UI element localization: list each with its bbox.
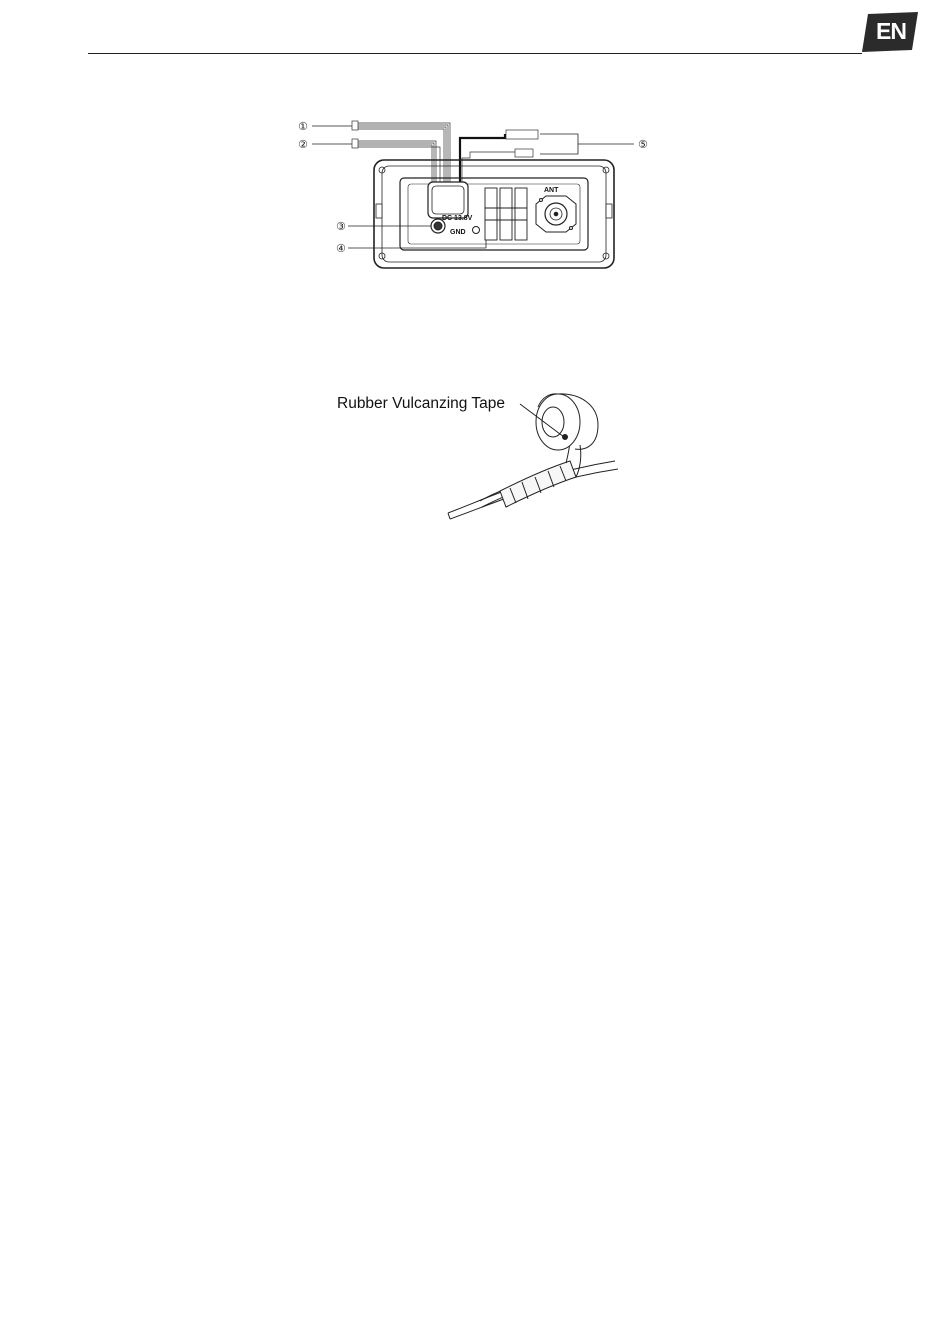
callout-1: ① bbox=[298, 120, 308, 133]
rear-panel-diagram: ① ② ③ ④ ⑤ bbox=[290, 108, 670, 273]
callout-3: ③ bbox=[336, 220, 346, 233]
callout-2: ② bbox=[298, 138, 308, 151]
callout-4: ④ bbox=[336, 242, 346, 255]
gnd-label: GND bbox=[450, 229, 466, 236]
tape-label: Rubber Vulcanzing Tape bbox=[337, 395, 505, 413]
callout-5: ⑤ bbox=[638, 138, 648, 151]
accessory-connector bbox=[431, 219, 445, 233]
language-badge-label: EN bbox=[868, 16, 914, 46]
power-connector bbox=[428, 182, 468, 218]
header-rule bbox=[88, 53, 862, 54]
power-label: DC 13.8V bbox=[442, 215, 473, 222]
wire-bundle bbox=[352, 121, 538, 186]
gnd-terminal bbox=[473, 227, 480, 234]
heatsink bbox=[485, 188, 527, 240]
antenna-connector bbox=[536, 196, 576, 232]
antenna-label: ANT bbox=[544, 187, 559, 194]
